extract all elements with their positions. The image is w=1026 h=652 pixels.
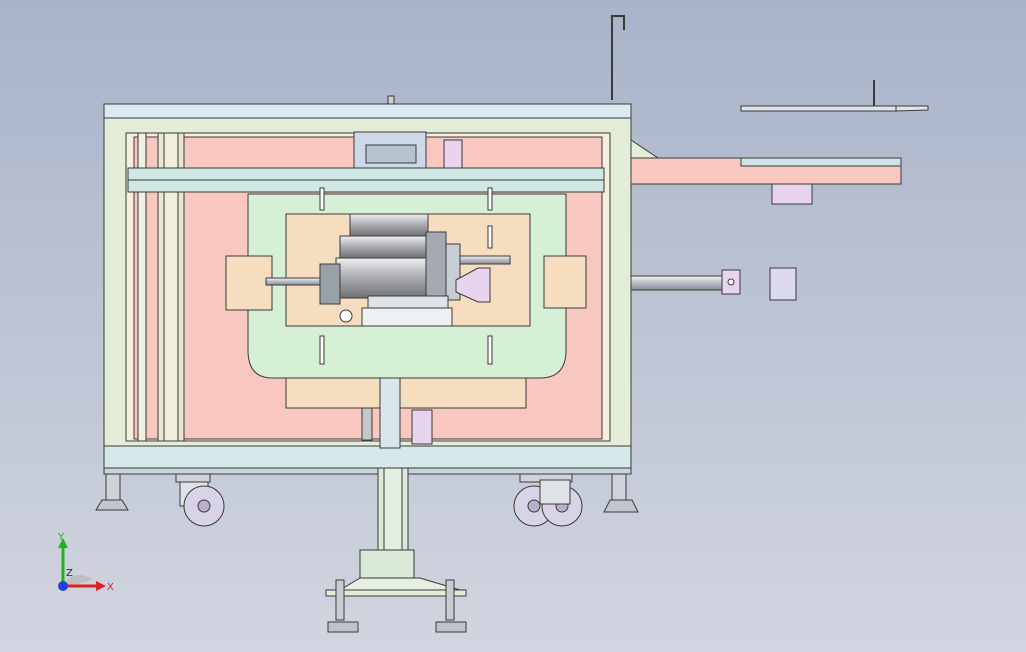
nozzle bbox=[455, 267, 491, 303]
top-motor-mount bbox=[353, 95, 463, 169]
upper-slide-rail bbox=[740, 80, 929, 112]
right-tab bbox=[543, 255, 587, 309]
plate-slots bbox=[319, 187, 493, 365]
axis-triad: Y Z X bbox=[42, 528, 132, 608]
upper-extension-arm bbox=[630, 139, 902, 205]
center-column bbox=[325, 377, 467, 597]
frame-feet bbox=[95, 473, 639, 513]
hook-wire bbox=[611, 15, 625, 100]
lower-extension-rod bbox=[630, 267, 797, 301]
left-rod bbox=[265, 277, 327, 286]
left-tab bbox=[225, 255, 273, 311]
rear-panel bbox=[285, 373, 527, 409]
y-axis-label: Y bbox=[57, 532, 65, 543]
right-casters bbox=[513, 473, 583, 527]
roller-assembly bbox=[319, 213, 461, 327]
z-axis-label: Z bbox=[66, 568, 73, 579]
center-feet bbox=[327, 579, 467, 633]
left-caster bbox=[175, 473, 225, 527]
x-axis-label: X bbox=[107, 582, 114, 593]
axis-triad-graphic: Y Z X bbox=[57, 532, 114, 593]
